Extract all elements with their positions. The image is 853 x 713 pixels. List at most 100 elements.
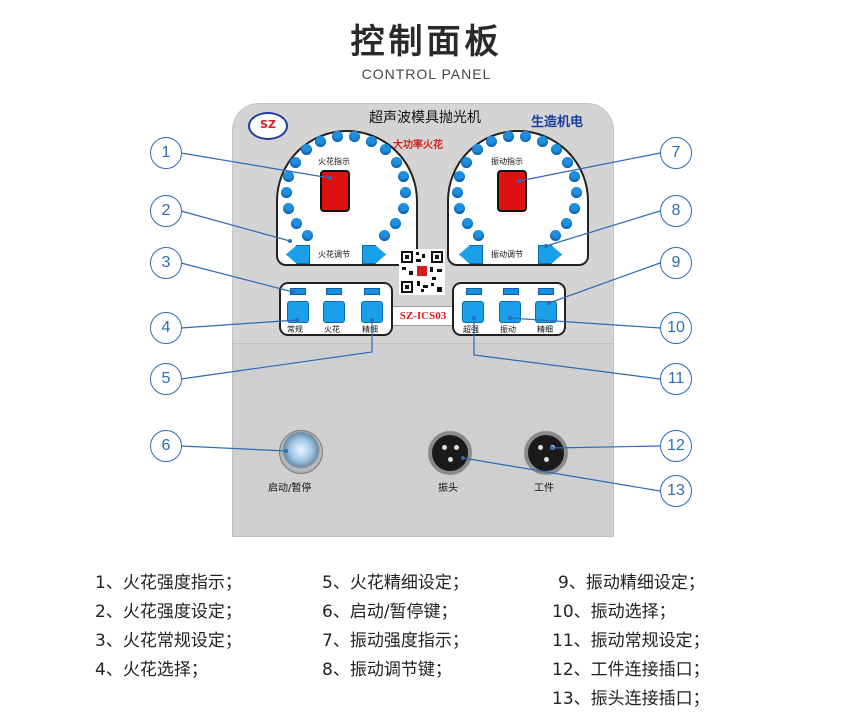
spark-adjust-label: 火花调节 xyxy=(318,250,350,259)
logo-text: SZ xyxy=(260,118,276,131)
callout-8: 8 xyxy=(660,195,692,227)
level-led xyxy=(290,217,302,229)
legend-item: 7、振动强度指示； xyxy=(322,631,469,651)
level-led xyxy=(453,171,465,183)
vibration-fine-button[interactable] xyxy=(535,301,557,323)
level-led xyxy=(551,144,563,156)
level-led xyxy=(289,156,301,168)
level-led xyxy=(280,187,292,199)
page-title: 控制面板 xyxy=(350,22,503,62)
level-led xyxy=(536,135,548,147)
port-pin xyxy=(448,457,453,462)
level-led xyxy=(471,144,483,156)
level-led xyxy=(398,171,410,183)
spark-regular-label: 常规 xyxy=(287,325,303,334)
level-led xyxy=(502,131,514,143)
level-led xyxy=(283,203,295,215)
callout-3: 3 xyxy=(150,247,182,279)
level-led xyxy=(568,203,580,215)
level-led xyxy=(380,144,392,156)
level-led xyxy=(365,135,377,147)
level-led xyxy=(562,156,574,168)
legend-item: 12、工件连接插口； xyxy=(552,660,710,680)
workpiece-port[interactable] xyxy=(524,431,568,475)
spark-spark-led xyxy=(326,288,342,295)
callout-9: 9 xyxy=(660,247,692,279)
vibration-adjust-label: 振动调节 xyxy=(491,250,523,259)
vibration-vibration-button[interactable] xyxy=(499,301,521,323)
vibration-strong-button[interactable] xyxy=(462,301,484,323)
vibration-indicator-label: 振动指示 xyxy=(491,157,523,166)
spark-regular-button[interactable] xyxy=(287,301,309,323)
callout-7: 7 xyxy=(660,137,692,169)
level-led xyxy=(302,229,314,241)
spark-indicator-label: 火花指示 xyxy=(318,157,350,166)
legend-item: 6、启动/暂停键； xyxy=(322,602,458,622)
callout-5: 5 xyxy=(150,363,182,395)
level-led xyxy=(473,229,485,241)
callout-2: 2 xyxy=(150,195,182,227)
vibration-vibration-label: 振动 xyxy=(500,325,516,334)
level-led xyxy=(454,203,466,215)
level-led xyxy=(569,171,581,183)
start-pause-label: 启动/暂停 xyxy=(268,483,312,494)
level-led xyxy=(282,171,294,183)
level-led xyxy=(451,187,463,199)
callout-11: 11 xyxy=(660,363,692,395)
power-label: 大功率火花 xyxy=(393,140,443,151)
spark-fine-label: 精细 xyxy=(362,325,378,334)
vibration-fine-label: 精细 xyxy=(537,325,553,334)
workpiece-label: 工件 xyxy=(534,483,554,494)
spark-spark-button[interactable] xyxy=(323,301,345,323)
spark-fine-led xyxy=(364,288,380,295)
vibration-increase-button[interactable] xyxy=(538,245,562,264)
callout-6: 6 xyxy=(150,430,182,462)
legend-item: 8、振动调节键； xyxy=(322,660,452,680)
level-led xyxy=(571,187,583,199)
brand-logo: SZ xyxy=(248,112,288,140)
legend-item: 5、火花精细设定； xyxy=(322,573,469,593)
page-subtitle: CONTROL PANEL xyxy=(361,66,492,82)
brand-name: 生造机电 xyxy=(531,115,584,130)
level-led xyxy=(390,217,402,229)
vibration-strong-led xyxy=(466,288,482,295)
level-led xyxy=(400,187,412,199)
level-led xyxy=(378,229,390,241)
legend-item: 4、火花选择； xyxy=(95,660,208,680)
vibration-decrease-button[interactable] xyxy=(459,245,483,264)
vibration-vibration-led xyxy=(503,288,519,295)
callout-4: 4 xyxy=(150,312,182,344)
level-led xyxy=(315,135,327,147)
port-pin xyxy=(442,445,447,450)
level-led xyxy=(549,229,561,241)
level-led xyxy=(561,217,573,229)
qr-code xyxy=(399,249,445,295)
port-pin xyxy=(544,457,549,462)
callout-1: 1 xyxy=(150,137,182,169)
level-led xyxy=(460,156,472,168)
vibration-head-label: 振头 xyxy=(438,483,458,494)
legend-item: 2、火花强度设定； xyxy=(95,602,242,622)
vibration-head-port[interactable] xyxy=(428,431,472,475)
level-led xyxy=(331,131,343,143)
legend-item: 3、火花常规设定； xyxy=(95,631,242,651)
level-led xyxy=(391,156,403,168)
callout-10: 10 xyxy=(660,312,692,344)
level-led xyxy=(300,144,312,156)
product-name: 超声波模具抛光机 xyxy=(369,110,481,126)
port-pin xyxy=(454,445,459,450)
level-led xyxy=(461,217,473,229)
level-led xyxy=(486,135,498,147)
legend-item: 9、振动精细设定； xyxy=(558,573,705,593)
legend-item: 11、振动常规设定； xyxy=(552,631,710,651)
level-led xyxy=(397,203,409,215)
vibration-strength-indicator xyxy=(497,170,527,212)
vibration-strong-label: 超强 xyxy=(463,325,479,334)
port-pin xyxy=(538,445,543,450)
level-led xyxy=(349,131,361,143)
spark-increase-button[interactable] xyxy=(362,245,386,264)
spark-decrease-button[interactable] xyxy=(286,245,310,264)
callout-13: 13 xyxy=(660,475,692,507)
vibration-fine-led xyxy=(538,288,554,295)
